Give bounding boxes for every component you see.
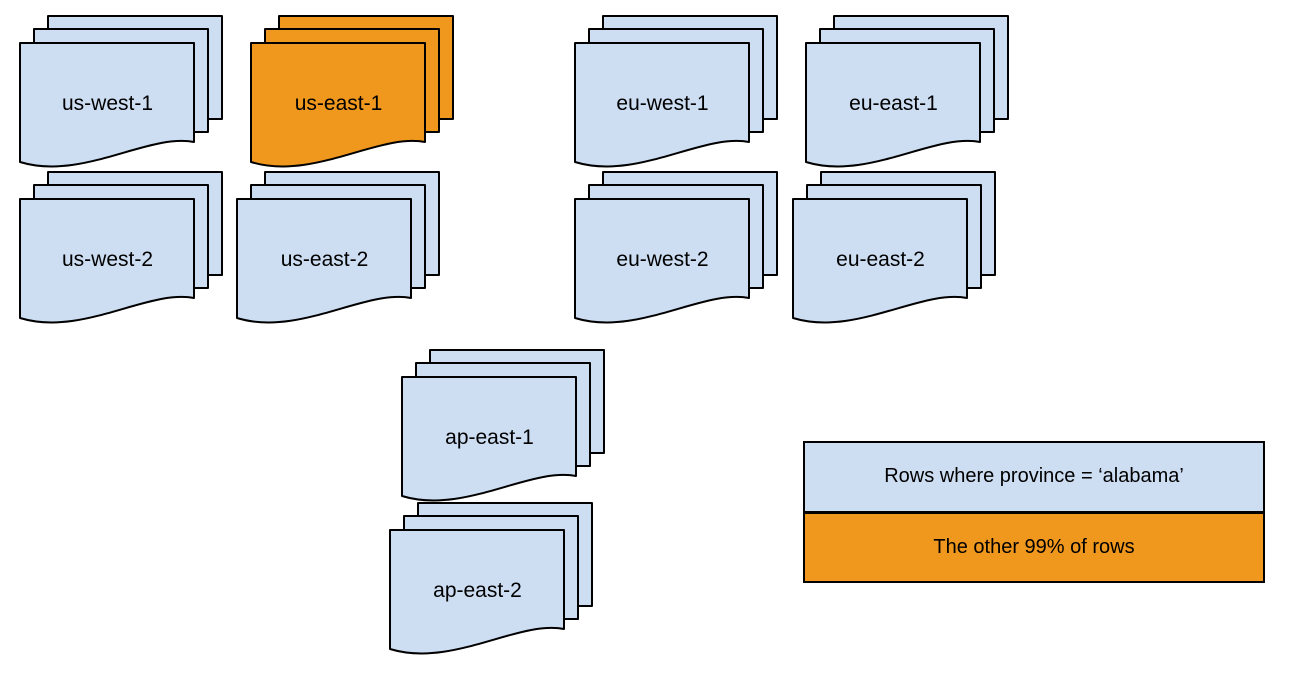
stack-label: eu-east-1 bbox=[849, 92, 938, 115]
stack-label: ap-east-2 bbox=[433, 579, 522, 602]
stack-label: us-west-1 bbox=[61, 92, 154, 115]
stack-label: ap-east-1 bbox=[445, 426, 534, 449]
document-stack-eu-west-2: eu-west-2 bbox=[574, 171, 780, 331]
legend: Rows where province = ‘alabama’ The othe… bbox=[803, 441, 1265, 583]
stack-label: us-east-1 bbox=[294, 92, 383, 115]
stack-label: eu-west-1 bbox=[616, 92, 709, 115]
document-stack-eu-west-1: eu-west-1 bbox=[574, 15, 780, 175]
legend-row-other-rows: The other 99% of rows bbox=[805, 510, 1263, 581]
document-stack-eu-east-1: eu-east-1 bbox=[805, 15, 1011, 175]
document-stack-eu-east-2: eu-east-2 bbox=[792, 171, 998, 331]
document-stack-ap-east-1: ap-east-1 bbox=[401, 349, 607, 509]
legend-label: The other 99% of rows bbox=[933, 535, 1135, 558]
document-stack-us-west-1: us-west-1 bbox=[19, 15, 225, 175]
stack-label: eu-east-2 bbox=[836, 248, 925, 271]
legend-row-alabama: Rows where province = ‘alabama’ bbox=[805, 443, 1263, 511]
stack-label: us-west-2 bbox=[61, 248, 154, 271]
document-stack-us-east-2: us-east-2 bbox=[236, 171, 442, 331]
document-stack-us-east-1: us-east-1 bbox=[250, 15, 456, 175]
stack-label: us-east-2 bbox=[280, 248, 369, 271]
document-stack-us-west-2: us-west-2 bbox=[19, 171, 225, 331]
stack-label: eu-west-2 bbox=[616, 248, 709, 271]
legend-label: Rows where province = ‘alabama’ bbox=[884, 465, 1184, 488]
document-stack-ap-east-2: ap-east-2 bbox=[389, 502, 595, 662]
